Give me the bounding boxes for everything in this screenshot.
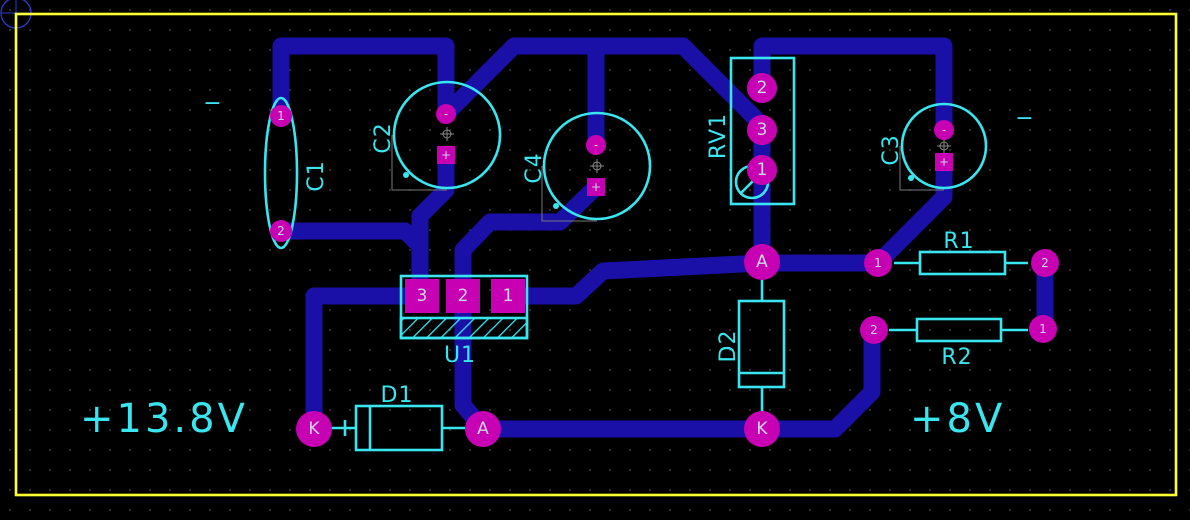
pad-rv1-2[interactable]: 2 [747,73,777,103]
svg-text:K: K [756,419,768,439]
svg-text:1: 1 [1039,322,1047,336]
svg-text:1: 1 [503,286,514,306]
svg-text:+: + [441,148,451,162]
pad-c2-neg[interactable]: - [436,104,456,124]
pad-r2-2[interactable]: 2 [860,316,888,344]
d2-outline [737,280,786,412]
designators: C1 C2 C4 C3 RV1 D2 U1 D1 R1 R2 − − +13.8… [80,91,1034,442]
trace-c1-top [272,37,455,125]
svg-text:1: 1 [757,160,768,180]
trace-u1-3-d1k [305,287,431,438]
pad-c2-pos[interactable]: + [437,146,455,164]
svg-text:A: A [756,252,768,272]
pad-r2-1[interactable]: 1 [1029,315,1057,343]
svg-text:1: 1 [874,256,882,270]
label-d1: D1 [381,383,414,408]
pads: 1 2 - + - + - + 2 3 1 3 2 1 A K K A 1 2 … [270,73,1059,447]
pad-c4-neg[interactable]: - [586,135,606,155]
label-minus-left: − [203,91,222,116]
svg-text:3: 3 [757,120,768,140]
svg-text:2: 2 [458,286,469,306]
trace-c2-pos-u1 [411,146,455,305]
label-r1: R1 [943,229,974,254]
pad-c1-1[interactable]: 1 [270,105,292,127]
label-u1: U1 [444,343,476,368]
pad-u1-2[interactable]: 2 [446,279,480,313]
trace-c3-rv1-2 [753,37,953,139]
svg-text:2: 2 [757,78,768,98]
trace-k-r2 [753,321,881,438]
pad-d2-k[interactable]: K [744,411,780,447]
svg-text:-: - [942,123,946,137]
silkscreen [263,56,1028,452]
label-minus-right: − [1015,106,1034,131]
label-c2: C2 [371,122,396,153]
board-outline [14,12,1178,497]
svg-text:3: 3 [417,286,428,306]
rv1-outline [729,56,796,206]
label-r2: R2 [941,345,972,370]
label-input-voltage: +13.8V [80,396,248,442]
trace-c1-2 [272,222,429,255]
pad-u1-1[interactable]: 1 [491,279,525,313]
label-c4: C4 [522,152,547,183]
svg-text:-: - [594,138,598,152]
svg-text:2: 2 [1041,256,1049,270]
c2-outline [392,80,502,190]
svg-text:2: 2 [277,224,285,238]
svg-text:1: 1 [277,109,285,123]
label-output-voltage: +8V [910,396,1005,442]
copper-traces [272,37,1054,438]
c3-outline [900,102,988,190]
pad-u1-3[interactable]: 3 [405,279,439,313]
label-d2: D2 [716,330,741,363]
label-c1: C1 [304,160,329,191]
svg-text:A: A [477,419,489,439]
svg-text:+: + [939,155,949,169]
pad-d1-k[interactable]: K [296,411,332,447]
label-c3: C3 [879,134,904,165]
pad-r1-2[interactable]: 2 [1031,249,1059,277]
c1-outline [263,96,299,250]
pad-rv1-3[interactable]: 3 [747,115,777,145]
svg-text:-: - [444,107,448,121]
trace-c4-pos-u1 [454,178,605,305]
pad-r1-1[interactable]: 1 [864,249,892,277]
svg-text:2: 2 [870,323,878,337]
pad-d1-a[interactable]: A [465,411,501,447]
c4-outline [542,111,652,221]
svg-text:K: K [308,419,320,439]
pad-c4-pos[interactable]: + [587,178,605,196]
svg-text:+: + [591,180,601,194]
pad-rv1-1[interactable]: 1 [747,155,777,185]
pad-c1-2[interactable]: 2 [270,220,292,242]
pad-d2-a[interactable]: A [744,244,780,280]
u1-heatsink-tab [399,316,529,340]
label-rv1: RV1 [706,113,731,159]
r2-outline [889,317,1028,343]
r1-outline [894,250,1028,276]
d1-outline [328,404,466,452]
pad-c3-neg[interactable]: - [934,120,954,140]
pad-c3-pos[interactable]: + [935,153,953,171]
trace-r1-c3 [869,153,953,272]
trace-u1-1-a [499,254,771,305]
